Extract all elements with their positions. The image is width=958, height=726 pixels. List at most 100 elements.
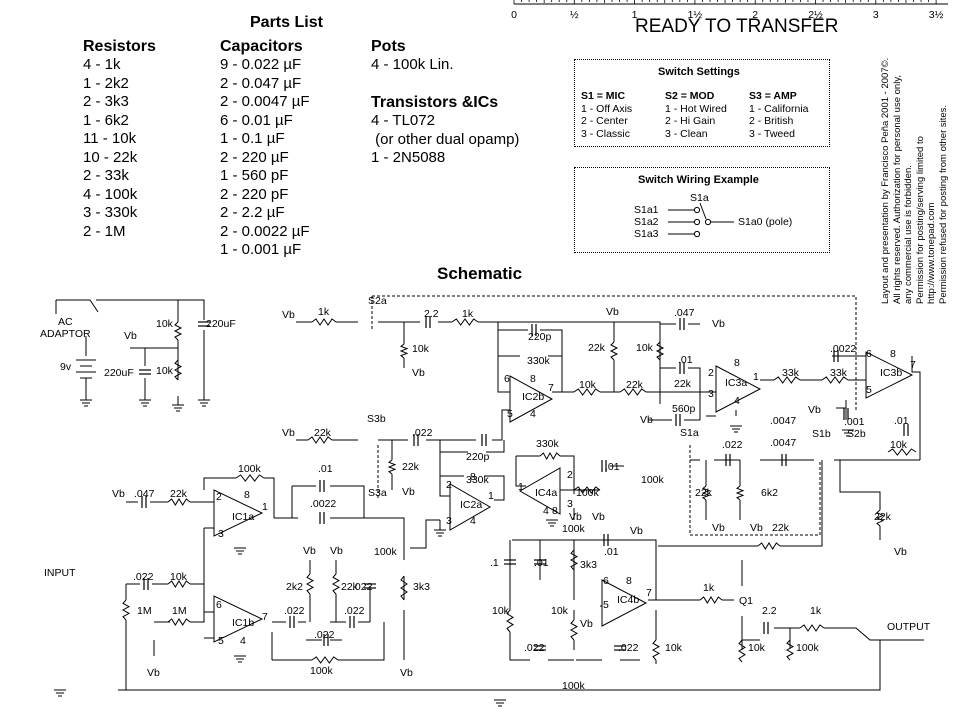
component-label: 8 <box>244 489 250 501</box>
switch-wiring-title: Switch Wiring Example <box>638 174 759 186</box>
component-label: 2.2 <box>762 605 777 617</box>
component-label: ADAPTOR <box>40 328 91 340</box>
component-label: Vb <box>330 545 343 557</box>
capacitors-title: Capacitors <box>220 38 303 55</box>
component-label: 22k <box>314 427 332 439</box>
switch-wiring-pole: S1a0 (pole) <box>738 216 793 228</box>
component-label: Vb <box>303 545 316 557</box>
ruler-tick-label: 1 <box>632 9 638 21</box>
component-label: 1k <box>462 308 474 320</box>
resistor-symbol <box>305 573 315 595</box>
component-label: 1 <box>753 371 759 383</box>
component-label: .022 <box>412 427 433 439</box>
switch-settings-box <box>574 59 830 147</box>
list-item: 1 - Hot Wired <box>665 102 727 115</box>
resistor-symbol <box>451 318 479 326</box>
component-label: S3b <box>367 413 386 425</box>
resistor-symbol <box>821 376 849 384</box>
component-label: 1 <box>488 490 494 502</box>
component-label: Vb <box>712 522 725 534</box>
switch-s1-title: S1 = MIC <box>581 90 626 102</box>
switch-s2-column: S2 = MOD 1 - Hot Wired 2 - Hi Gain 3 - C… <box>665 90 727 140</box>
component-label: 22k <box>674 378 692 390</box>
resistor-symbol <box>173 321 183 341</box>
component-label: 4 <box>543 505 549 517</box>
component-label: 10k <box>551 605 569 617</box>
component-label: .0047 <box>770 437 796 449</box>
resistor-symbol <box>573 486 601 494</box>
component-label: S2a <box>368 295 387 307</box>
component-label: 10k <box>665 642 683 654</box>
resistor-symbol <box>569 549 579 571</box>
component-label: 33k <box>830 367 848 379</box>
list-item: 4 - 100k <box>83 185 138 203</box>
component-label: 100k <box>796 642 820 654</box>
switch-s1-column: S1 = MIC 1 - Off Axis 2 - Center 3 - Cla… <box>581 90 632 140</box>
opamp-symbol <box>213 489 264 537</box>
component-label: 6 <box>504 373 510 385</box>
component-label: 2 <box>446 479 452 491</box>
transistors-title: Transistors &ICs <box>371 94 499 111</box>
component-label: 8 <box>734 357 740 369</box>
list-item: 3 - Clean <box>665 127 708 140</box>
component-label: .022 <box>618 642 639 654</box>
component-label: Vb <box>808 404 821 416</box>
resistor-symbol <box>651 639 661 661</box>
list-item: 11 - 10k <box>83 130 137 147</box>
component-label: 33k <box>782 367 800 379</box>
component-label: Vb <box>112 488 125 500</box>
capacitors-column: Capacitors 9 - 0.022 µF 2 - 0.047 µF 2 -… <box>220 38 310 260</box>
list-item: 9 - 0.022 µF <box>220 56 302 73</box>
component-label: Vb <box>282 427 295 439</box>
component-label: .1 <box>490 557 499 569</box>
ruler-tick-label: 2 <box>752 9 758 21</box>
list-item: 3 - 330k <box>83 204 138 221</box>
component-label: 100k <box>576 487 600 499</box>
component-label: 100k <box>374 546 398 558</box>
component-label: 4 <box>240 635 246 647</box>
component-label: Vb <box>569 511 582 523</box>
opamp-symbol <box>601 579 648 627</box>
component-label: 2 <box>567 469 573 481</box>
component-label: 10k <box>156 318 174 330</box>
ruler-tick-label: 2½ <box>808 9 823 21</box>
component-label: Vb <box>124 330 137 342</box>
component-label: .01 <box>604 546 619 558</box>
component-label: .01 <box>678 354 693 366</box>
component-label: Vb <box>580 618 593 630</box>
component-label: 8 <box>890 348 896 360</box>
component-label: .022 <box>344 605 365 617</box>
component-label: .001 <box>844 416 865 428</box>
component-label: 22k <box>588 342 606 354</box>
component-label: 10k <box>748 642 766 654</box>
component-label: 100k <box>238 463 262 475</box>
component-label: .047 <box>134 488 155 500</box>
list-item: 2 - 220 pF <box>220 185 289 203</box>
list-item: 2 - 1M <box>83 222 126 240</box>
list-item: 1 - 0.001 µF <box>220 241 302 258</box>
component-label: Vb <box>282 309 295 321</box>
list-item: (or other dual opamp) <box>371 130 520 148</box>
component-label: S2b <box>847 428 866 440</box>
resistor-symbol <box>799 624 825 632</box>
component-label: 1M <box>172 605 187 617</box>
resistor-symbol <box>887 448 917 456</box>
list-item: 2 - 220 µF <box>220 148 289 166</box>
ruler-tick-label: 1½ <box>688 9 703 21</box>
list-item: 4 - TL072 <box>371 112 435 129</box>
component-label: 560p <box>672 403 696 415</box>
resistor-symbol <box>173 359 183 381</box>
opamp-symbol <box>715 365 762 413</box>
component-label: Vb <box>712 318 725 330</box>
component-label: .022 <box>722 439 743 451</box>
component-label: .022 <box>284 605 305 617</box>
resistor-symbol <box>167 498 191 506</box>
resistor-symbol <box>573 388 601 396</box>
resistor-symbol <box>121 599 131 621</box>
component-label: 1 <box>262 501 268 513</box>
list-item: 2 - 0.0022 µF <box>220 222 310 240</box>
list-item: 1 - 6k2 <box>83 111 129 129</box>
resistor-symbol <box>399 343 409 359</box>
schematic-title: Schematic <box>437 264 523 283</box>
list-item: 1 - 560 pF <box>220 167 289 184</box>
